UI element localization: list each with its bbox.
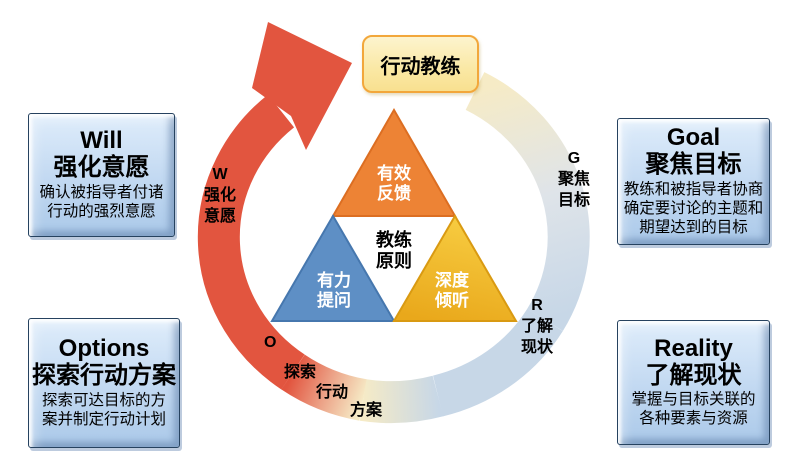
- card-options: Options 探索行动方案 探索可达目标的方 案并制定行动计划: [28, 318, 180, 448]
- triangle-left-edge: [270, 214, 396, 322]
- label-coaching-principles: 教练 原则: [376, 230, 412, 272]
- card-will-desc: 确认被指导者付诸 行动的强烈意愿: [39, 183, 164, 220]
- card-will-title-en: Will: [80, 127, 123, 155]
- card-options-desc: 探索可达目标的方 案并制定行动计划: [41, 391, 166, 428]
- ring-segment-left: [197, 94, 305, 390]
- card-options-title-en: Options: [58, 335, 150, 363]
- card-goal: Goal 聚焦目标 教练和被指导者协商 确定要讨论的主题和 期望达到的目标: [617, 118, 770, 245]
- triangle-left-questioning: [272, 216, 394, 321]
- action-coaching-badge: 行动教练: [362, 35, 479, 93]
- triangle-right-edge: [392, 214, 518, 322]
- ring-label-options-word-2: 行动: [316, 384, 349, 401]
- card-goal-title-zh: 聚焦目标: [645, 151, 742, 179]
- card-options-title-zh: 探索行动方案: [32, 362, 176, 390]
- ring-label-reality: R 了解 现状: [520, 297, 553, 356]
- card-reality-title-en: Reality: [654, 334, 733, 362]
- arrow-head: [252, 22, 352, 150]
- card-reality-desc: 掌握与目标关联的 各种要素与资源: [631, 391, 756, 428]
- triangle-top-edge: [331, 107, 457, 217]
- card-goal-title-en: Goal: [666, 124, 721, 152]
- card-reality-title-zh: 了解现状: [645, 361, 742, 389]
- label-effective-feedback: 有效 反馈: [377, 164, 411, 204]
- card-will-title-zh: 强化意愿: [53, 154, 150, 182]
- ring-segment-top-right: [465, 72, 590, 332]
- ring-segment-bottom-left: [281, 354, 368, 421]
- triangle-right-listening: [394, 216, 516, 321]
- label-deep-listening: 深度 倾听: [435, 271, 469, 311]
- action-coaching-label: 行动教练: [380, 55, 461, 78]
- card-reality: Reality 了解现状 掌握与目标关联的 各种要素与资源: [617, 320, 770, 445]
- card-goal-desc: 教练和被指导者协商 确定要讨论的主题和 期望达到的目标: [623, 181, 764, 236]
- ring-segment-bottom: [359, 375, 444, 424]
- ring-label-goal: G 聚焦 目标: [557, 150, 590, 209]
- label-powerful-questions: 有力 提问: [317, 271, 351, 311]
- ring-label-options-word-3: 方案: [350, 402, 383, 419]
- ring-label-options-word-1: 探索: [284, 364, 317, 381]
- ring-label-will: W 强化 意愿: [203, 166, 236, 225]
- ring-segment-bottom-right: [432, 308, 563, 417]
- triangle-top-feedback: [333, 110, 455, 216]
- card-will: Will 强化意愿 确认被指导者付诸 行动的强烈意愿: [28, 113, 175, 237]
- ring-label-options-letter: O: [264, 334, 277, 351]
